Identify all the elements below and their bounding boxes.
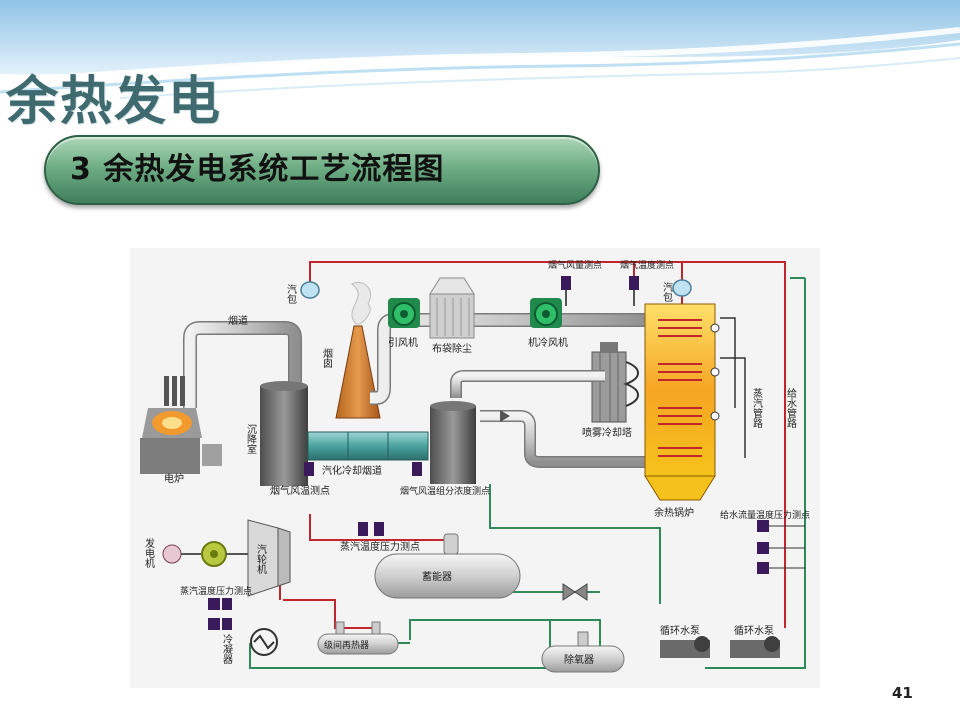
label-spray-tower: 喷雾冷却塔 (582, 426, 632, 439)
flue-duct (183, 321, 302, 408)
induced-fan (388, 298, 420, 328)
label-accumulator: 蓄能器 (422, 570, 452, 583)
label-feed-meter: 给水流量温度压力测点 (720, 509, 810, 521)
subtitle-bar: 3 余热发电系统工艺流程图 (44, 135, 600, 205)
label-settling-chamber: 沉降室 (245, 423, 257, 454)
right-steam-drum (672, 279, 692, 297)
feed-meter-sensors (757, 520, 805, 574)
label-flue-temp-top: 烟气温度测点 (620, 259, 674, 271)
label-right-drum: 汽包 (661, 281, 673, 302)
steam-turbine (247, 519, 291, 597)
label-flue-meter-top: 烟气风量测点 (548, 259, 602, 271)
chimney (335, 282, 381, 419)
flue-temp-point-sensor (304, 462, 314, 476)
return-duct (450, 370, 645, 468)
cooling-flue (307, 431, 429, 461)
label-flue-comp-point: 烟气风温组分浓度测点 (400, 485, 490, 497)
electric-furnace (140, 376, 222, 474)
flue-meter-sensor (561, 276, 571, 306)
page-title: 余热发电 (6, 72, 223, 132)
process-flow-diagram: 汽包 烟道 烟囱 引风机 布袋除尘 机冷风机 烟气风量测点 烟气温度测点 汽包 … (130, 248, 820, 688)
middle-vessel (430, 406, 476, 484)
deaerator (541, 631, 625, 673)
label-feed-pipe: 给水管路 (785, 387, 797, 429)
label-pump-2: 循环水泵 (734, 624, 774, 637)
label-steam-pipe: 蒸汽管路 (751, 388, 763, 429)
label-flue-temp-point: 烟气风温测点 (270, 484, 330, 497)
gate-valve (562, 583, 588, 601)
label-cooling-flue: 汽化冷却烟道 (322, 464, 382, 477)
label-generator: 发电机 (143, 537, 155, 569)
middle-vessel-top (430, 401, 476, 411)
label-left-drum: 汽包 (285, 283, 297, 304)
settling-chamber (260, 386, 308, 486)
circulation-pump-1 (660, 636, 710, 658)
waste-heat-boiler (644, 303, 720, 501)
flue-comp-point-sensor (412, 462, 422, 476)
label-flue-pipe: 烟道 (228, 314, 248, 327)
label-waste-boiler: 余热锅炉 (654, 506, 694, 519)
label-pump-1: 循环水泵 (660, 624, 700, 637)
left-steam-drum (300, 281, 320, 299)
diagram-labels: 汽包 烟道 烟囱 引风机 布袋除尘 机冷风机 烟气风量测点 烟气温度测点 汽包 … (143, 259, 811, 666)
label-turbine: 汽轮机 (255, 543, 267, 575)
flue-temp-sensor (629, 276, 639, 306)
label-induced-fan: 引风机 (388, 336, 418, 349)
subtitle-text: 3 余热发电系统工艺流程图 (70, 152, 445, 187)
circulation-pump-2 (730, 636, 780, 658)
page-number: 41 (892, 684, 913, 702)
accumulator (374, 533, 521, 599)
condenser (250, 628, 278, 656)
steam-tp-sensors (358, 522, 384, 536)
label-steam-tp-point: 蒸汽温度压力测点 (340, 540, 420, 553)
settling-chamber-top (260, 381, 308, 391)
generator (162, 541, 248, 567)
label-interstage-heater: 级间再热器 (324, 639, 369, 651)
bag-filter (429, 277, 475, 339)
label-cooling-fan: 机冷风机 (528, 336, 568, 349)
label-steam-tp-left: 蒸汽温度压力测点 (180, 585, 252, 597)
label-deaerator: 除氧器 (564, 653, 594, 666)
boiler-side-pipes (720, 317, 746, 458)
label-electric-furnace: 电炉 (164, 472, 184, 485)
steam-tp-left-sensors (208, 598, 232, 630)
label-bag-filter: 布袋除尘 (432, 342, 472, 355)
header-wave-banner (0, 0, 960, 120)
interstage-reheater (317, 621, 399, 655)
label-condenser: 冷凝器 (221, 633, 233, 665)
spray-cooling-tower (591, 342, 639, 423)
label-chimney: 烟囱 (321, 347, 333, 368)
water-lines (249, 277, 806, 669)
steam-lines (279, 261, 786, 629)
cooling-fan (530, 298, 562, 328)
